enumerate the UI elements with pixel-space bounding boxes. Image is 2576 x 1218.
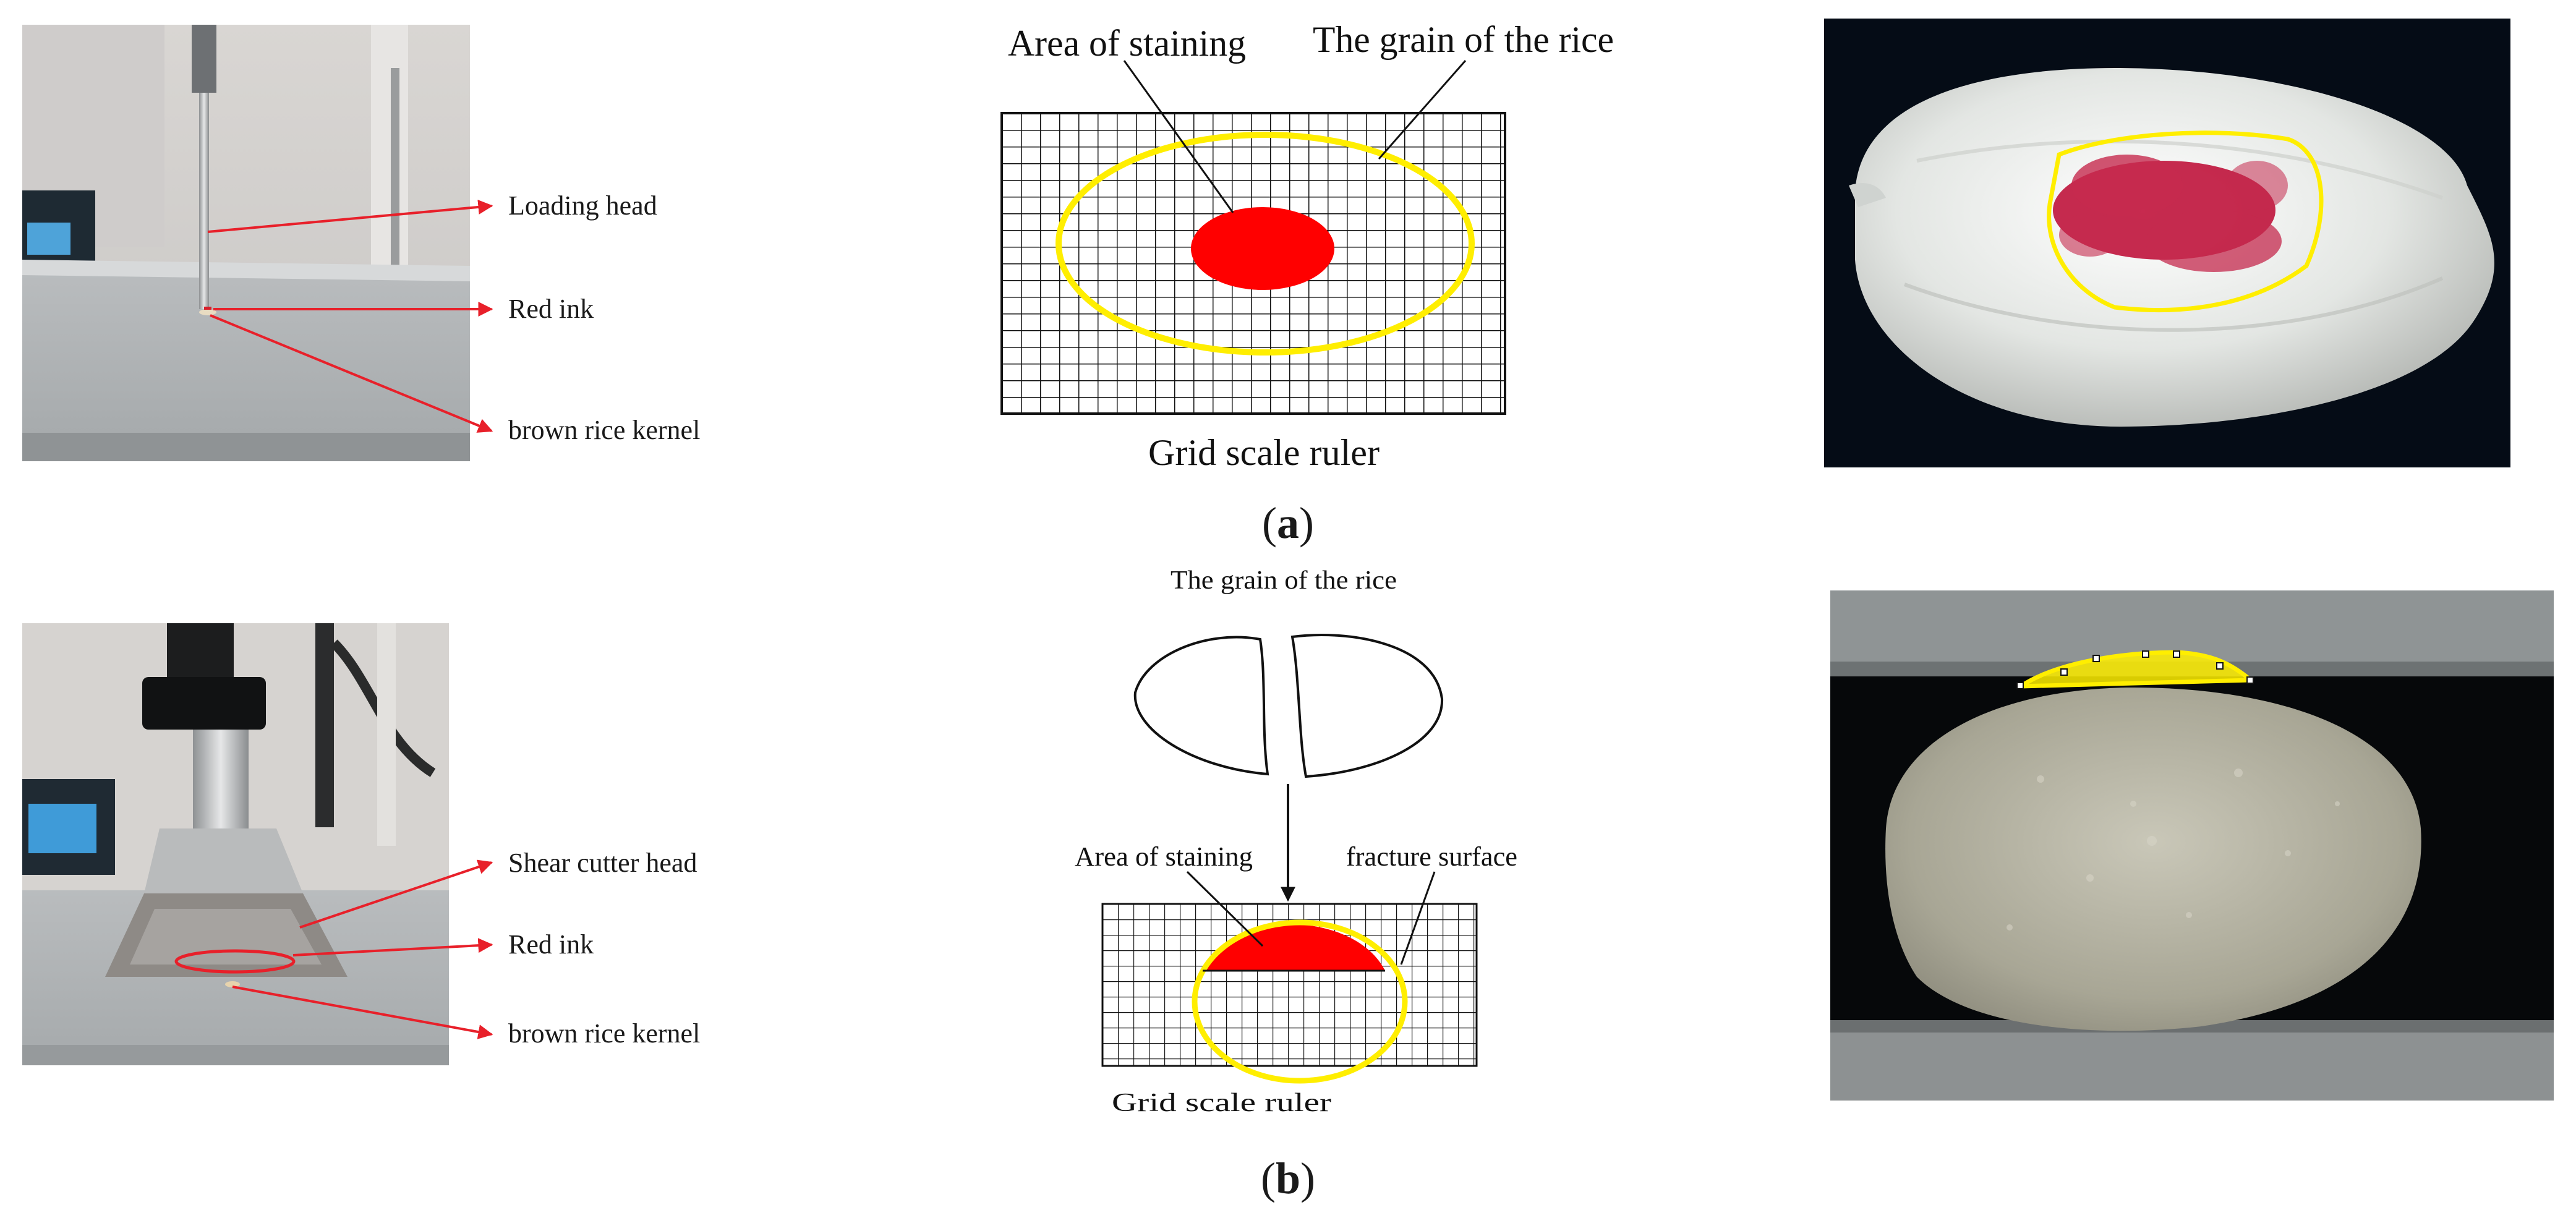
label-area-of-staining-b: Area of staining	[1075, 841, 1253, 872]
panel-caption-a: (a)	[1262, 498, 1314, 548]
micro-image-a-stained-grain	[1824, 19, 2510, 467]
label-red-ink-b: Red ink	[508, 929, 594, 960]
photo-a-annotation-arrows	[207, 200, 493, 433]
label-brown-rice-kernel-a: brown rice kernel	[508, 415, 700, 445]
micro-image-b-cross-section	[1830, 590, 2554, 1101]
label-fracture-surface: fracture surface	[1346, 841, 1517, 872]
label-brown-rice-kernel-b: brown rice kernel	[508, 1018, 700, 1049]
diagram-a-leader-lines	[1123, 60, 1467, 213]
rice-cross-section-outline-b	[1192, 919, 1408, 1084]
label-loading-head: Loading head	[508, 190, 657, 221]
label-shear-cutter-head: Shear cutter head	[508, 848, 697, 878]
label-grain-of-rice-a: The grain of the rice	[1313, 19, 1614, 60]
label-grid-scale-ruler-a: Grid scale ruler	[1148, 432, 1380, 473]
photo-b-shear-cutter	[22, 623, 449, 1065]
label-grid-scale-ruler-b: Grid scale ruler	[1112, 1089, 1331, 1117]
label-area-of-staining-a: Area of staining	[1008, 23, 1246, 64]
fractured-rice-grain	[1133, 633, 1444, 778]
label-red-ink-a: Red ink	[508, 294, 594, 324]
rice-grain-outline-a	[1056, 132, 1475, 356]
diagram-b-leader-lines	[1186, 871, 1436, 965]
photo-a-loading-head	[22, 25, 470, 461]
photo-b-annotation-arrows	[232, 859, 493, 1039]
red-ink-spots	[2053, 155, 2288, 272]
label-grain-of-rice-b: The grain of the rice	[1171, 566, 1397, 595]
staining-area-a	[1191, 207, 1334, 290]
panel-caption-b: (b)	[1261, 1154, 1315, 1203]
